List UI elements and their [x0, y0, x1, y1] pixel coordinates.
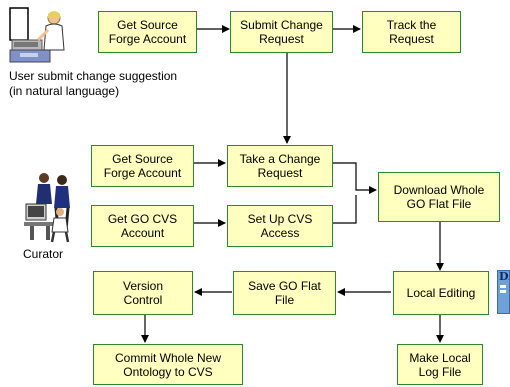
curator-caption: Curator: [23, 247, 64, 261]
make-local-log-file-box: Make Local Log File: [397, 344, 483, 385]
dag-fragment-label: DA: [499, 270, 509, 283]
save-go-flat-file-box: Save GO Flat File: [233, 271, 336, 315]
version-control-box: Version Control: [93, 271, 193, 315]
track-request-box: Track the Request: [362, 11, 461, 53]
arrow-take-to-download: [332, 162, 377, 194]
arrow-setup-to-download: [332, 195, 357, 224]
curators-at-workstation-illustration: [22, 170, 78, 244]
dag-editor-thumbnail: DA: [497, 270, 510, 314]
get-sourceforge-account-box: Get Source Forge Account: [98, 11, 197, 53]
get-go-cvs-account-box: Get GO CVS Account: [91, 205, 194, 247]
get-sourceforge-account-curator-box: Get Source Forge Account: [91, 145, 194, 187]
user-at-computer-illustration: [8, 6, 68, 64]
local-editing-box: Local Editing: [393, 271, 489, 315]
submit-change-request-box: Submit Change Request: [230, 11, 333, 53]
commit-ontology-to-cvs-box: Commit Whole New Ontology to CVS: [93, 344, 243, 385]
set-up-cvs-access-box: Set Up CVS Access: [227, 205, 333, 247]
download-go-flat-file-box: Download Whole GO Flat File: [378, 172, 500, 222]
take-change-request-box: Take a Change Request: [227, 145, 333, 187]
user-caption: User submit change suggestion (in natura…: [9, 69, 178, 98]
